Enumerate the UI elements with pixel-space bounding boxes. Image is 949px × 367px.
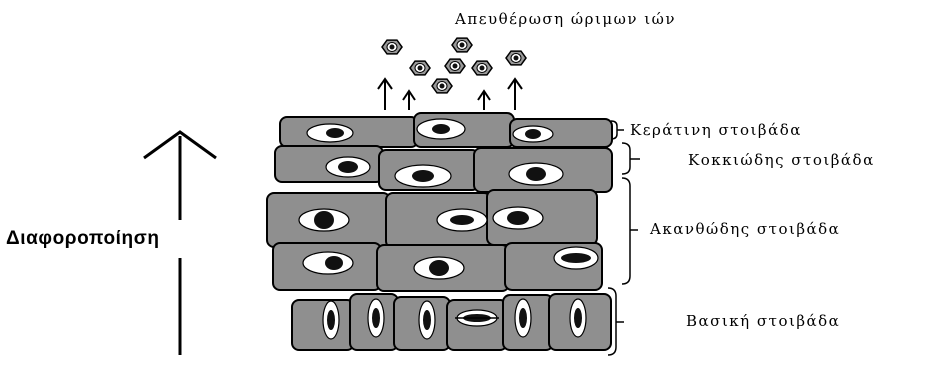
diagram-title: Απευθέρωση ώριμων ιών [455,10,676,28]
cell-nucleus [509,163,563,185]
layer-label-basal: Βασική στοιβάδα [686,312,840,330]
cell-nucleus [395,165,451,187]
cell-nucleus [303,252,353,274]
cell-nucleus [307,124,353,142]
layer-label-spinous: Ακανθώδης στοιβάδα [650,220,840,238]
differentiation-label: Διαφοροποίηση [6,228,160,250]
virion [445,59,465,73]
virion [472,61,492,75]
cell-nucleus [419,301,435,339]
mitotic-nucleus [455,310,499,326]
cell-nucleus [570,299,586,337]
release-arrow [378,79,392,110]
epidermis-cells [267,113,612,350]
virion [506,51,526,65]
cell-nucleus [513,126,553,142]
virion [452,38,472,52]
virion [410,61,430,75]
virion [382,40,402,54]
cell-nucleus [326,157,370,177]
virion [432,79,452,93]
release-arrow [478,91,490,110]
virions [382,38,526,93]
cell-nucleus [414,257,464,279]
bracket-granular [622,143,640,174]
cell-nucleus [493,207,543,229]
cell-nucleus [515,299,531,337]
cell-nucleus [417,119,465,139]
cell-nucleus [323,301,339,339]
bracket-spinous [622,178,638,284]
release-arrow [508,79,522,110]
cell-nucleus [554,247,598,269]
cell-nucleus [437,209,487,231]
release-arrow [403,91,415,110]
cell-nucleus [368,299,384,337]
layer-label-granular: Κοκκιώδης στοιβάδα [688,151,875,169]
layer-label-keratin: Κεράτινη στοιβάδα [630,121,802,139]
cell-nucleus [299,209,349,231]
